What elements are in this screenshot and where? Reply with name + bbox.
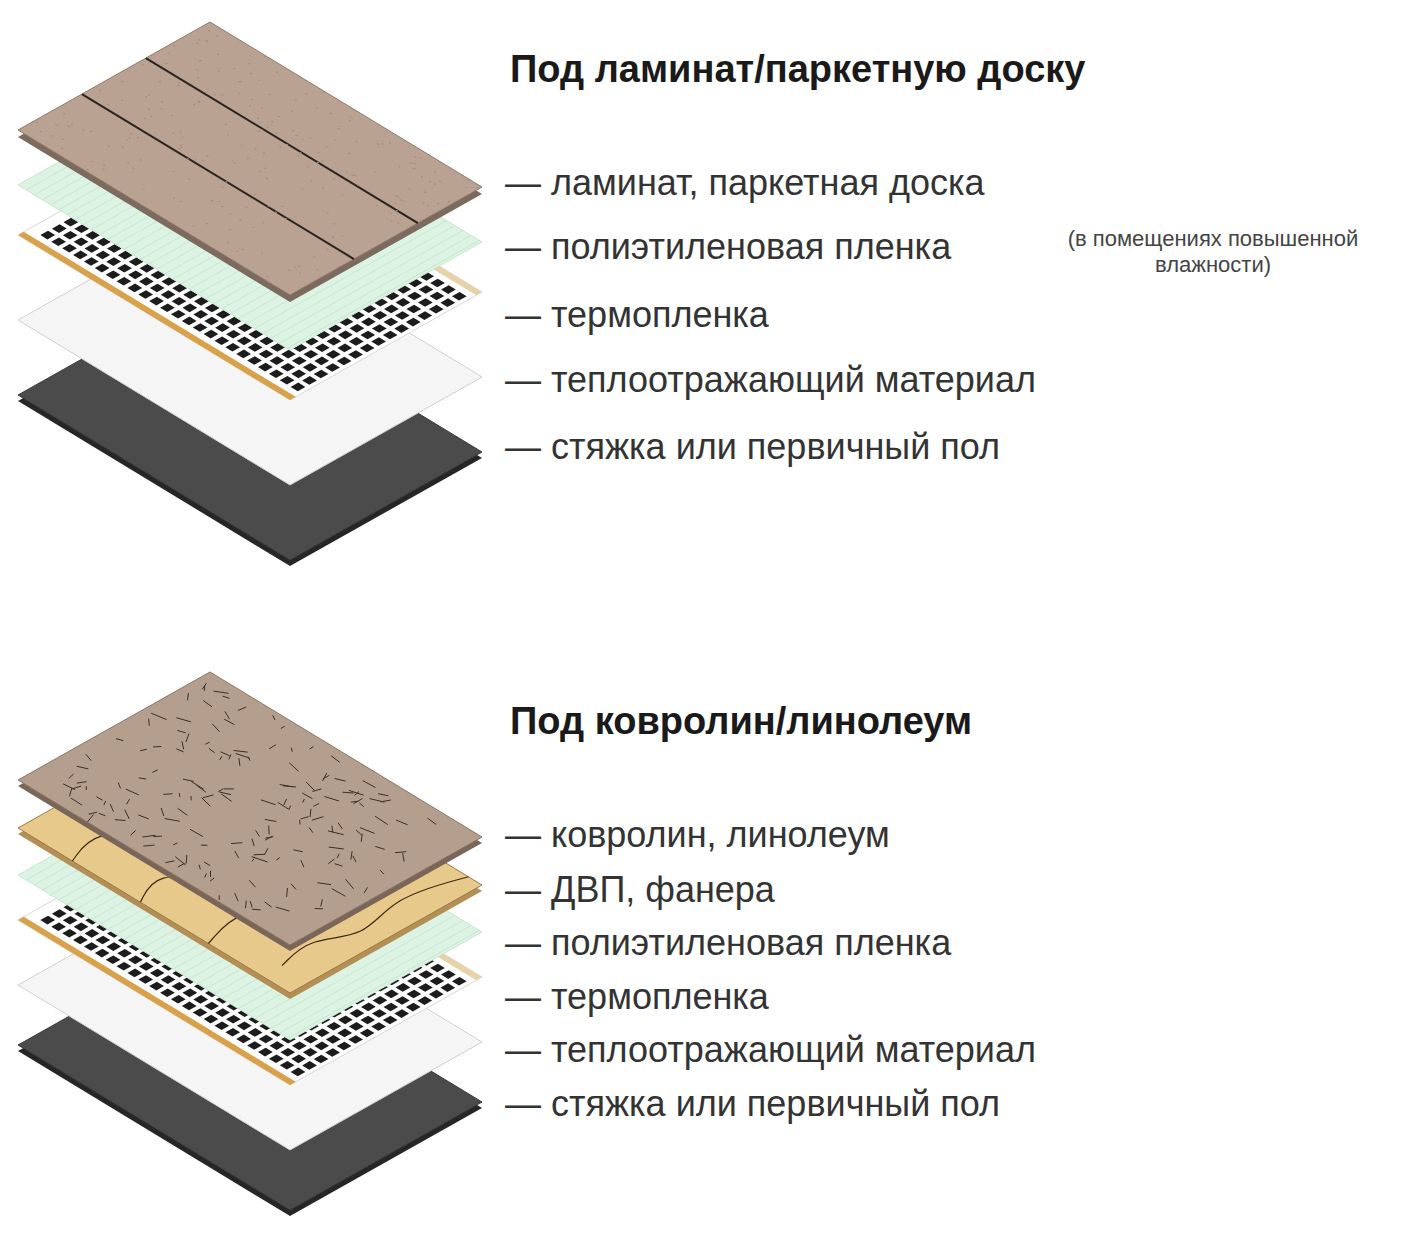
layer-label: — теплоотражающий материал xyxy=(505,358,1036,401)
layer-label: — полиэтиленовая пленка xyxy=(505,225,951,268)
layer-label: — термопленка xyxy=(505,975,769,1018)
section-heading: Под ламинат/паркетную доску xyxy=(510,47,1085,93)
layer-face xyxy=(18,672,482,945)
layer-label: — ламинат, паркетная доска xyxy=(505,161,985,204)
note-text: (в помещениях повышенной влажности) xyxy=(1032,226,1394,279)
layer-label: — полиэтиленовая пленка xyxy=(505,921,951,964)
layer-label: — теплоотражающий материал xyxy=(505,1028,1036,1071)
laminate-layer xyxy=(17,22,482,302)
carpet-layer xyxy=(18,672,482,951)
layer-label: — стяжка или первичный пол xyxy=(505,425,1000,468)
layer-label: — ДВП, фанера xyxy=(505,868,775,911)
section-heading: Под ковролин/линолеум xyxy=(510,699,972,745)
layer-face xyxy=(18,22,482,295)
layer-label: — термопленка xyxy=(505,293,769,336)
layer-label: — ковролин, линолеум xyxy=(505,813,890,856)
layer-label: — стяжка или первичный пол xyxy=(505,1082,1000,1125)
